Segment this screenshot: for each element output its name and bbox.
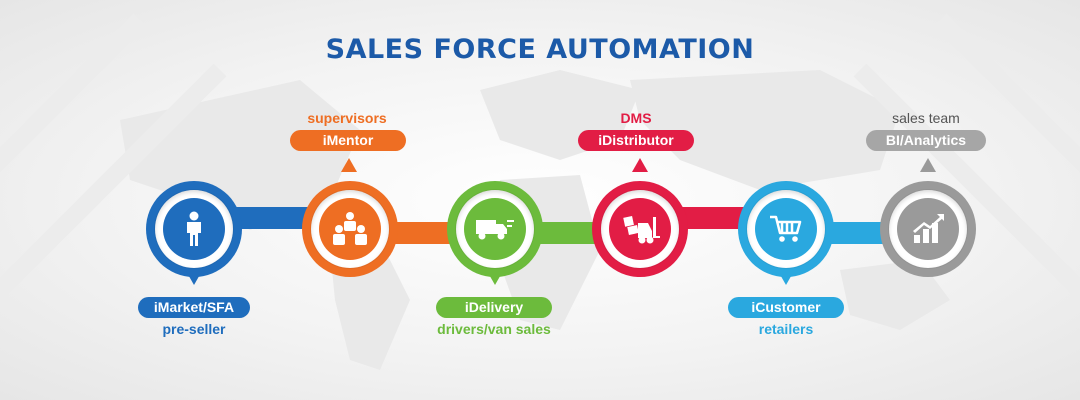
stage-node-bi-analytics: [880, 181, 976, 277]
delivery-truck-icon: [476, 220, 514, 240]
pointer-triangle-orange: [341, 158, 357, 172]
team-icon: [333, 212, 367, 245]
stage-node-imarket: [146, 181, 242, 277]
pointer-triangle-red: [632, 158, 648, 172]
stage-pill-imarket: iMarket/SFA: [138, 297, 250, 318]
bar-chart-icon: [913, 214, 944, 243]
stage-pill-idistributor: iDistributor: [578, 130, 694, 151]
connector-orange: [380, 222, 460, 244]
stage-sub-imentor: supervisors: [307, 110, 387, 126]
stage-sub-imarket: pre-seller: [162, 321, 226, 337]
stage-node-idistributor: [592, 181, 688, 277]
stage-pill-icustomer: iCustomer: [728, 297, 844, 318]
connector-blue: [230, 207, 310, 229]
stage-node-icustomer: [738, 181, 834, 277]
stage-pill-bi-analytics: BI/Analytics: [866, 130, 986, 151]
stage-pill-idelivery: iDelivery: [436, 297, 552, 318]
stage-sub-idistributor: DMS: [620, 110, 652, 126]
person-icon: [187, 211, 201, 246]
stage-node-imentor: [302, 181, 398, 277]
connector-red: [670, 207, 750, 229]
stage-node-idelivery: [447, 181, 543, 277]
shopping-cart-icon: [770, 215, 802, 242]
pointer-triangle-blue: [186, 271, 202, 285]
stage-sub-icustomer: retailers: [758, 321, 814, 337]
stage-pill-imentor: iMentor: [290, 130, 406, 151]
page-title: SALES FORCE AUTOMATION: [325, 34, 755, 65]
connector-cyan: [815, 222, 895, 244]
pointer-triangle-cyan: [778, 271, 794, 285]
connector-green: [525, 222, 605, 244]
stage-sub-idelivery: drivers/van sales: [437, 321, 551, 337]
pointer-triangle-green: [487, 271, 503, 285]
forklift-icon: [623, 216, 660, 244]
stage-sub-bi-analytics: sales team: [892, 110, 960, 126]
pointer-triangle-gray: [920, 158, 936, 172]
